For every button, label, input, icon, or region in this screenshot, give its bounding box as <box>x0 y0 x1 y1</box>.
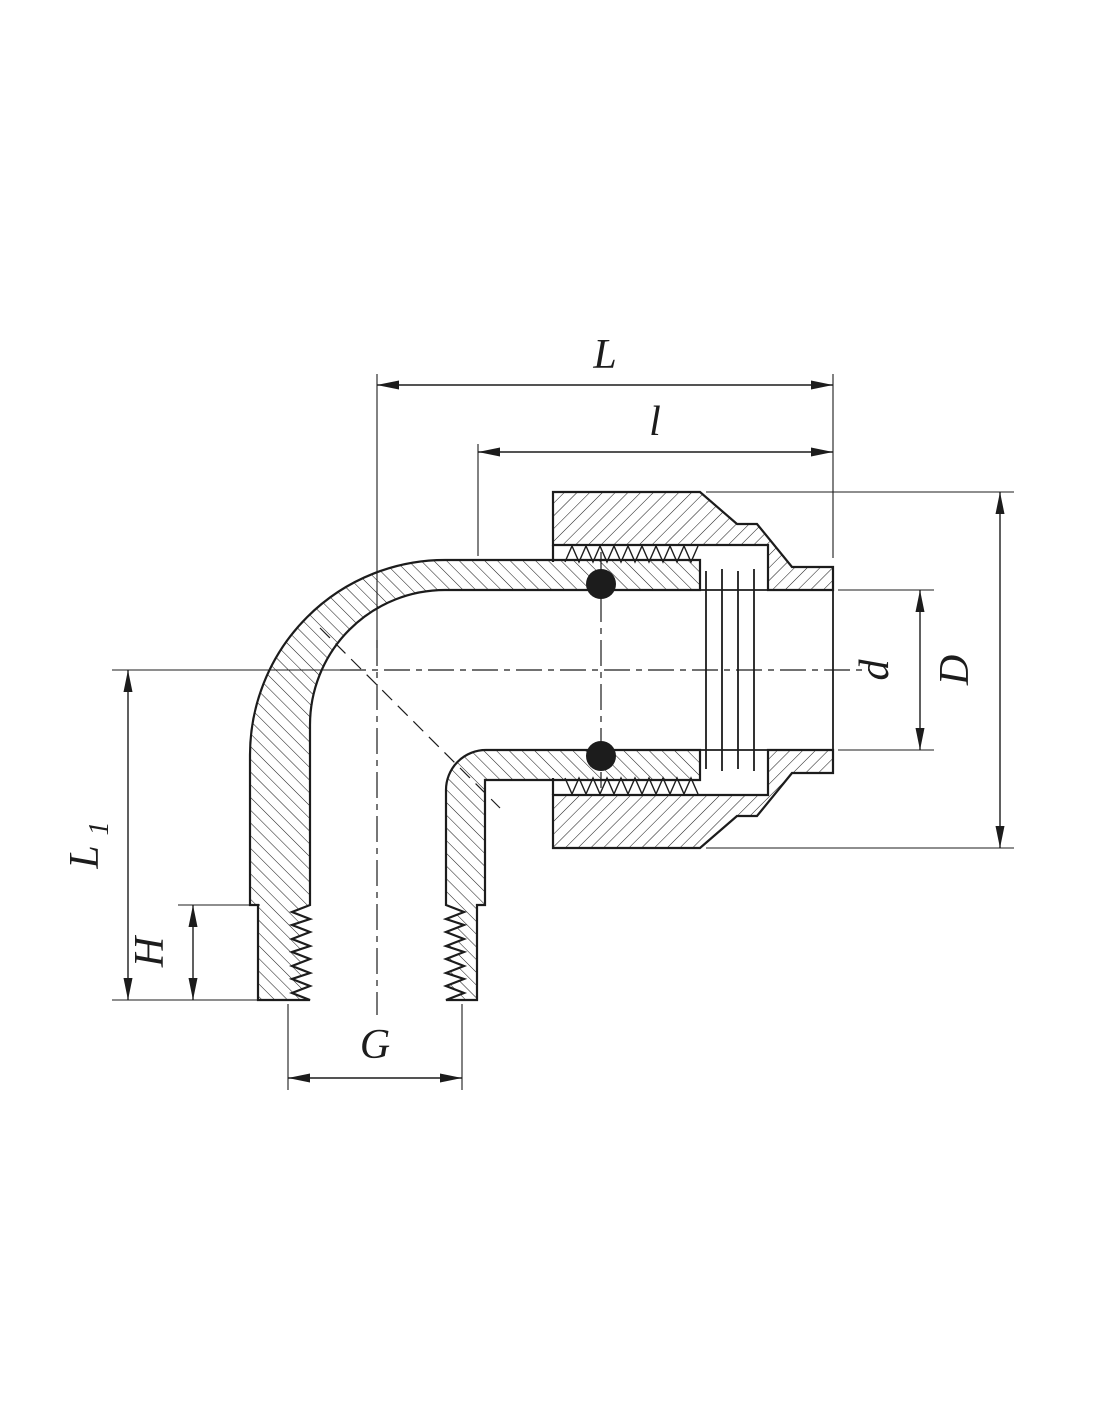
dimension-d: d <box>838 589 934 751</box>
upper-thread-profile <box>564 544 699 564</box>
arrowhead <box>188 905 198 927</box>
arrowhead <box>377 380 399 390</box>
dimension-G: G <box>287 1004 463 1090</box>
dimension-label-d: d <box>852 659 898 681</box>
dimension-label-D: D <box>932 655 978 686</box>
arrowhead <box>915 728 925 750</box>
dimension-label-L1-subscript: 1 <box>84 821 115 835</box>
arrowhead <box>995 826 1005 848</box>
elbow-body-upper-wall <box>248 558 702 1002</box>
dimension-label-H: H <box>127 934 173 968</box>
internal-components <box>700 569 768 771</box>
nut-upper-wall <box>551 490 835 592</box>
dimension-label-G: G <box>360 1022 390 1068</box>
dimension-D: D <box>706 491 1014 849</box>
dimension-label-L: L <box>592 332 616 378</box>
arrowhead <box>123 670 133 692</box>
o-ring-bottom <box>586 741 616 771</box>
dimension-H: H <box>127 904 260 1000</box>
arrowhead <box>478 447 500 457</box>
compression-nut <box>551 490 835 850</box>
thread-engagement <box>564 544 699 796</box>
nut-lower-wall <box>551 748 835 850</box>
dimension-label-L1-base: L <box>62 846 108 870</box>
arrowhead <box>995 492 1005 514</box>
arrowhead <box>440 1073 462 1083</box>
arrowhead <box>188 978 198 1000</box>
arrowhead <box>915 590 925 612</box>
elbow-body-lower-wall <box>442 748 702 1002</box>
arrowhead <box>811 447 833 457</box>
arrowhead <box>288 1073 310 1083</box>
o-ring-seals <box>586 569 616 771</box>
dimension-label-L1: L 1 <box>62 821 115 869</box>
lower-thread-profile <box>564 776 699 796</box>
dimension-L: L <box>376 332 834 648</box>
dimension-label-l: l <box>649 399 661 445</box>
elbow-body <box>248 558 702 1002</box>
dimension-L1: L 1 <box>62 669 352 1001</box>
arrowhead <box>811 380 833 390</box>
o-ring-top <box>586 569 616 599</box>
arrowhead <box>123 978 133 1000</box>
dimension-l: l <box>477 399 833 556</box>
